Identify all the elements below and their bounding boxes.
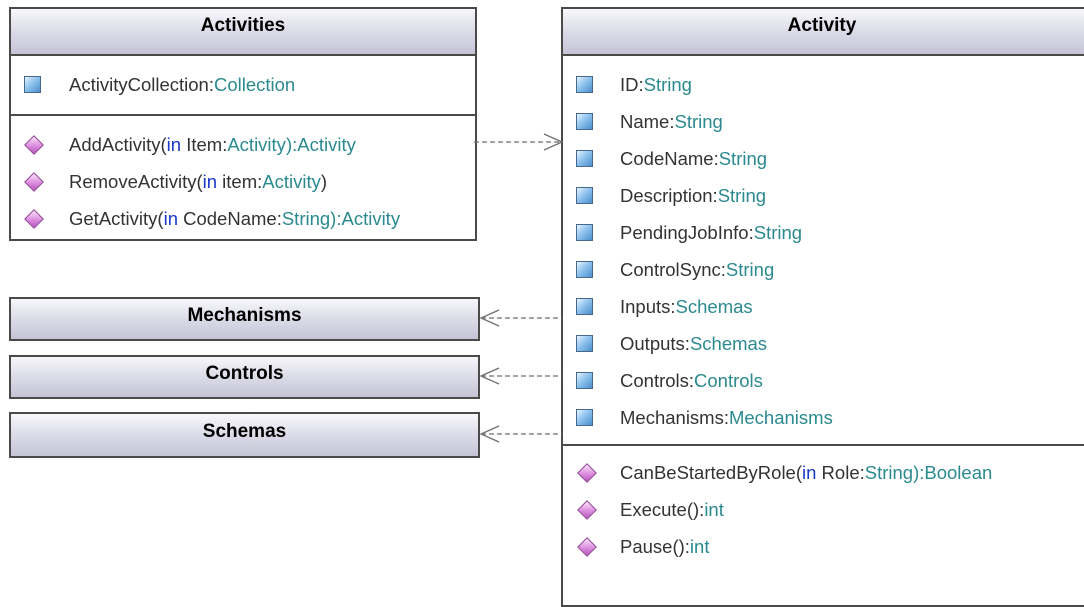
operation-text: Execute():int — [620, 499, 724, 520]
activities-attributes: ActivityCollection:Collection — [11, 54, 475, 114]
dependency-arrows — [474, 133, 564, 443]
attribute-text: ActivityCollection:Collection — [69, 74, 296, 95]
attribute-text: Name:String — [620, 111, 723, 132]
attribute-square-icon — [576, 76, 593, 93]
activity-attributes: ID:String Name:String CodeName:String De… — [563, 54, 1084, 444]
attribute-text: Controls:Controls — [620, 370, 763, 391]
class-activities-header: Activities — [11, 9, 475, 54]
class-schemas-title: Schemas — [202, 421, 287, 442]
operation-text: Pause():int — [620, 536, 710, 557]
attribute-text: ID:String — [620, 74, 692, 95]
attribute-row: PendingJobInfo:String — [563, 214, 1084, 251]
attribute-square-icon — [576, 335, 593, 352]
class-schemas-header: Schemas — [11, 414, 478, 456]
attribute-row: Description:String — [563, 177, 1084, 214]
operation-text: AddActivity(in Item:Activity):Activity — [69, 134, 356, 155]
attribute-text: PendingJobInfo:String — [620, 222, 803, 243]
operation-row: AddActivity(in Item:Activity):Activity — [11, 126, 475, 163]
activity-operations: CanBeStartedByRole(in Role:String):Boole… — [563, 444, 1084, 565]
class-activity-header: Activity — [563, 9, 1084, 54]
attribute-square-icon — [576, 187, 593, 204]
class-controls[interactable]: Controls — [9, 355, 480, 399]
attribute-text: Description:String — [620, 185, 767, 206]
attribute-row: ControlSync:String — [563, 251, 1084, 288]
attribute-square-icon — [576, 113, 593, 130]
attribute-row: ActivityCollection:Collection — [11, 66, 475, 103]
class-mechanisms-header: Mechanisms — [11, 299, 478, 339]
operation-row: Execute():int — [563, 491, 1084, 528]
attribute-row: CodeName:String — [563, 140, 1084, 177]
class-activity-title: Activity — [787, 15, 857, 36]
operation-text: RemoveActivity(in item:Activity) — [69, 171, 328, 192]
attribute-row: ID:String — [563, 66, 1084, 103]
class-activities[interactable]: Activities ActivityCollection:Collection… — [9, 7, 477, 241]
operation-text: CanBeStartedByRole(in Role:String):Boole… — [620, 462, 993, 483]
operation-row: Pause():int — [563, 528, 1084, 565]
dependency-activity-to-schemas — [479, 425, 562, 443]
attribute-square-icon — [576, 298, 593, 315]
operation-row: RemoveActivity(in item:Activity) — [11, 163, 475, 200]
attribute-text: Mechanisms:Mechanisms — [620, 407, 833, 428]
attribute-text: Outputs:Schemas — [620, 333, 768, 354]
attribute-text: ControlSync:String — [620, 259, 775, 280]
class-mechanisms-title: Mechanisms — [187, 305, 302, 326]
operation-row: GetActivity(in CodeName:String):Activity — [11, 200, 475, 237]
class-schemas[interactable]: Schemas — [9, 412, 480, 458]
operation-row: CanBeStartedByRole(in Role:String):Boole… — [563, 454, 1084, 491]
attribute-row: Name:String — [563, 103, 1084, 140]
attribute-row: Mechanisms:Mechanisms — [563, 399, 1084, 436]
class-controls-title: Controls — [205, 363, 284, 384]
dependency-activity-to-mechanisms — [479, 309, 562, 327]
activities-operations: AddActivity(in Item:Activity):Activity R… — [11, 114, 475, 237]
attribute-square-icon — [576, 409, 593, 426]
class-activity[interactable]: Activity ID:String Name:String CodeName:… — [561, 7, 1084, 607]
attribute-row: Controls:Controls — [563, 362, 1084, 399]
attribute-square-icon — [24, 76, 41, 93]
attribute-square-icon — [576, 150, 593, 167]
attribute-text: CodeName:String — [620, 148, 768, 169]
attribute-square-icon — [576, 372, 593, 389]
class-activities-title: Activities — [200, 15, 286, 36]
operation-text: GetActivity(in CodeName:String):Activity — [69, 208, 401, 229]
class-mechanisms[interactable]: Mechanisms — [9, 297, 480, 341]
class-controls-header: Controls — [11, 357, 478, 397]
attribute-square-icon — [576, 261, 593, 278]
attribute-text: Inputs:Schemas — [620, 296, 753, 317]
dependency-activities-to-activity — [474, 133, 564, 151]
attribute-row: Inputs:Schemas — [563, 288, 1084, 325]
dependency-activity-to-controls — [479, 367, 562, 385]
attribute-square-icon — [576, 224, 593, 241]
attribute-row: Outputs:Schemas — [563, 325, 1084, 362]
